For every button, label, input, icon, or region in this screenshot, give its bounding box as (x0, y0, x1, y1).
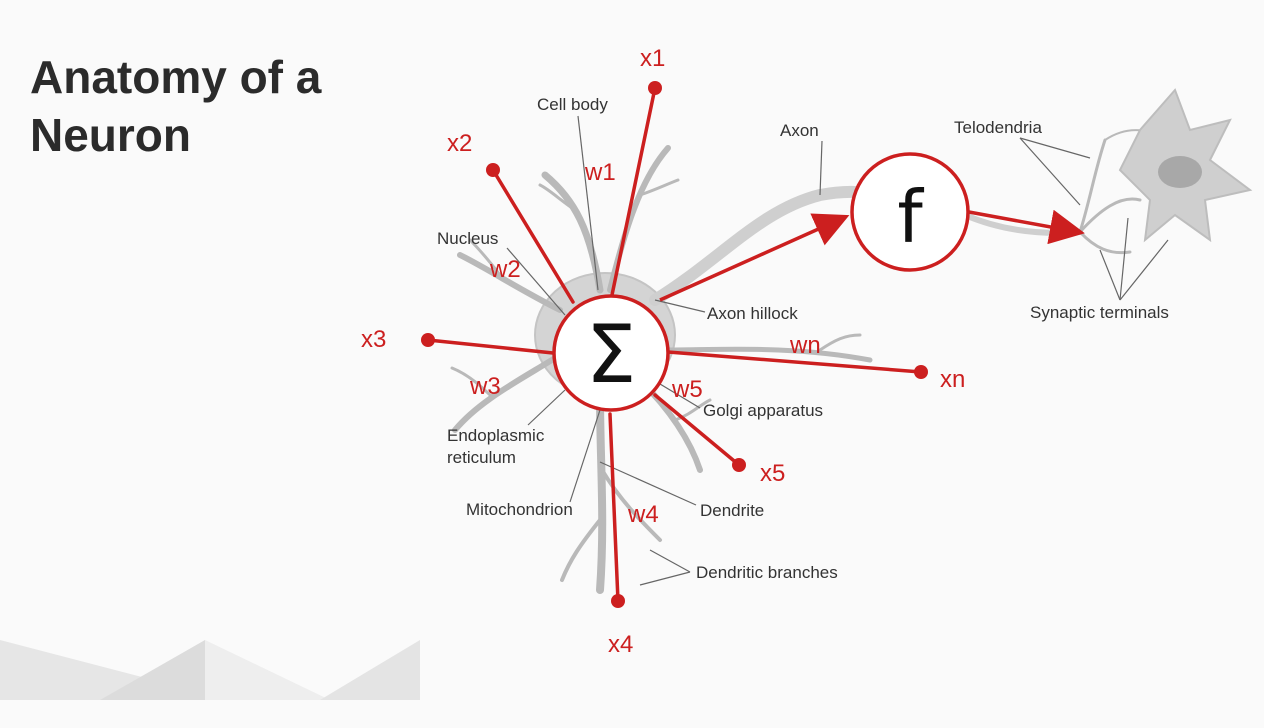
sigma-symbol: Σ (586, 308, 637, 401)
label-mitochondrion: Mitochondrion (466, 500, 573, 519)
title-line-2: Neuron (30, 109, 191, 161)
weight-labels: w1 w2 w3 w4 w5 wn (469, 159, 821, 528)
signal-arrows (659, 209, 1085, 302)
label-x1: x1 (640, 45, 665, 72)
label-endoplasmic: Endoplasmic (447, 426, 545, 445)
node-x4 (611, 594, 625, 608)
label-cell-body: Cell body (537, 95, 608, 114)
label-x3: x3 (361, 326, 386, 353)
f-symbol: f (897, 175, 924, 259)
edge-x3 (426, 338, 555, 355)
label-x5: x5 (760, 460, 785, 487)
node-x5 (732, 458, 746, 472)
anatomy-leader-lines (506, 115, 1169, 586)
edge-x5 (653, 393, 741, 467)
label-axon: Axon (780, 121, 819, 140)
edge-x1 (610, 86, 657, 297)
edge-xn (666, 350, 923, 374)
label-telodendria: Telodendria (954, 118, 1042, 137)
label-xn: xn (940, 366, 965, 393)
label-wn: wn (789, 332, 821, 359)
label-x4: x4 (608, 631, 633, 658)
label-w4: w4 (627, 501, 659, 528)
label-w1: w1 (584, 159, 616, 186)
node-x2 (486, 163, 500, 177)
anatomy-labels: Cell body Nucleus Axon Axon hillock Telo… (437, 95, 1169, 582)
decorative-mountains (0, 640, 420, 700)
page-title: Anatomy of a Neuron (30, 48, 321, 164)
node-xn (914, 365, 928, 379)
edge-x2 (491, 168, 575, 304)
sum-node: Σ (552, 294, 670, 412)
title-line-1: Anatomy of a (30, 51, 322, 103)
label-reticulum: reticulum (447, 448, 516, 467)
label-w5: w5 (671, 376, 703, 403)
edge-x4 (608, 412, 620, 603)
label-w3: w3 (469, 373, 501, 400)
input-nodes (421, 81, 928, 608)
activation-node: f (850, 152, 970, 272)
label-axon-hillock: Axon hillock (707, 304, 798, 323)
node-x1 (648, 81, 662, 95)
label-x2: x2 (447, 130, 472, 157)
label-golgi-apparatus: Golgi apparatus (703, 401, 823, 420)
node-x3 (421, 333, 435, 347)
arrow-sum-to-f (659, 213, 850, 302)
label-synaptic-terminals: Synaptic terminals (1030, 303, 1169, 322)
input-lines (426, 86, 923, 603)
label-dendrite: Dendrite (700, 501, 764, 520)
label-nucleus: Nucleus (437, 229, 498, 248)
arrow-f-to-output (968, 209, 1085, 245)
label-dendritic-branches: Dendritic branches (696, 563, 838, 582)
input-labels: x1 x2 x3 x4 x5 xn (361, 45, 965, 658)
label-w2: w2 (489, 256, 521, 283)
